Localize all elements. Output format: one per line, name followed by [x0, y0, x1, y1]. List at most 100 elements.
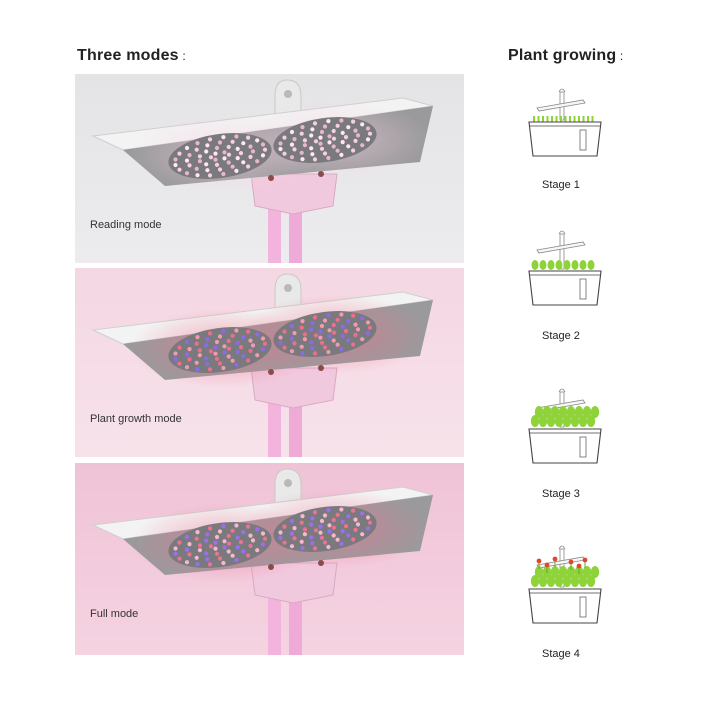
led-light [221, 135, 226, 140]
led-light [187, 163, 192, 168]
led-light [187, 552, 192, 557]
grow-lamp-icon [91, 273, 434, 457]
led-light [340, 529, 345, 534]
led-light [194, 536, 199, 541]
led-light [351, 508, 356, 513]
led-light [207, 367, 213, 372]
led-light [214, 551, 220, 556]
led-light [282, 345, 287, 350]
lamp-hook [558, 545, 566, 550]
led-light [248, 144, 253, 149]
led-disc [273, 117, 377, 163]
led-light [207, 137, 213, 142]
planter-pot [528, 428, 602, 464]
led-light [195, 173, 200, 178]
led-light [217, 334, 223, 339]
led-light [326, 349, 331, 355]
led-light [221, 365, 226, 371]
leaf [590, 406, 600, 418]
flower-stem [570, 564, 572, 570]
led-light [214, 356, 220, 361]
led-light [187, 357, 192, 362]
led-light [309, 146, 314, 151]
led-light [255, 332, 260, 337]
led-light [246, 524, 251, 529]
stage-3-illustration [525, 384, 605, 479]
led-light [353, 527, 358, 532]
led-light [346, 533, 351, 538]
reading-mode-panel: Reading mode [75, 74, 464, 263]
connector [268, 564, 274, 570]
led-light [367, 520, 373, 525]
led-light [346, 125, 351, 130]
grow-lamp-icon [91, 468, 434, 655]
led-light [255, 159, 260, 164]
led-light [327, 328, 332, 333]
led-light [331, 128, 336, 134]
led-light [340, 324, 345, 329]
led-light [360, 511, 365, 516]
led-light [278, 141, 283, 146]
led-light [226, 144, 231, 150]
led-light [282, 151, 287, 156]
flower [576, 563, 582, 569]
led-light [299, 131, 304, 136]
led-light [255, 353, 260, 358]
led-disc [168, 133, 272, 179]
led-light [221, 171, 226, 177]
flower [552, 556, 558, 562]
led-light [222, 344, 227, 349]
leaf [586, 575, 596, 587]
planter-bushy-icon [528, 388, 602, 464]
flower [568, 559, 574, 565]
leaf [534, 566, 544, 578]
led-light [204, 149, 209, 154]
led-light [230, 553, 235, 558]
led-light [365, 515, 371, 520]
led-light [204, 162, 209, 167]
led-light [241, 530, 246, 535]
led-light [207, 331, 213, 336]
led-light [319, 129, 325, 135]
led-light [312, 121, 318, 126]
leaf [586, 415, 596, 427]
connector [318, 365, 324, 371]
led-light [319, 518, 325, 524]
led-light [222, 150, 227, 155]
led-light [302, 332, 307, 337]
led-light [322, 540, 328, 545]
stage-1-label: Stage 1 [542, 179, 580, 191]
led-light [248, 533, 253, 538]
leaf [538, 575, 548, 587]
led-light [299, 325, 304, 330]
led-light [195, 335, 200, 340]
led-light [278, 335, 283, 340]
leaf [579, 260, 587, 270]
led-light [289, 531, 295, 536]
led-light [234, 557, 239, 562]
led-light [217, 361, 223, 366]
led-light [331, 136, 337, 141]
leaf [582, 406, 592, 418]
led-light [353, 138, 358, 143]
led-light [205, 168, 210, 173]
led-light [292, 526, 297, 531]
led-light [235, 146, 240, 151]
led-light [250, 149, 256, 154]
led-light [322, 513, 328, 518]
led-light [318, 524, 323, 529]
led-light [300, 514, 305, 519]
led-light [262, 341, 268, 346]
led-light [292, 331, 297, 336]
connector [318, 560, 324, 566]
led-light [260, 336, 266, 341]
leaf [530, 415, 540, 427]
led-light [235, 535, 240, 540]
led-light [331, 322, 336, 328]
led-light [177, 345, 182, 350]
led-light [365, 137, 371, 142]
seedling [569, 116, 571, 122]
led-light [173, 157, 178, 162]
led-light [230, 164, 235, 169]
led-light [309, 535, 314, 540]
